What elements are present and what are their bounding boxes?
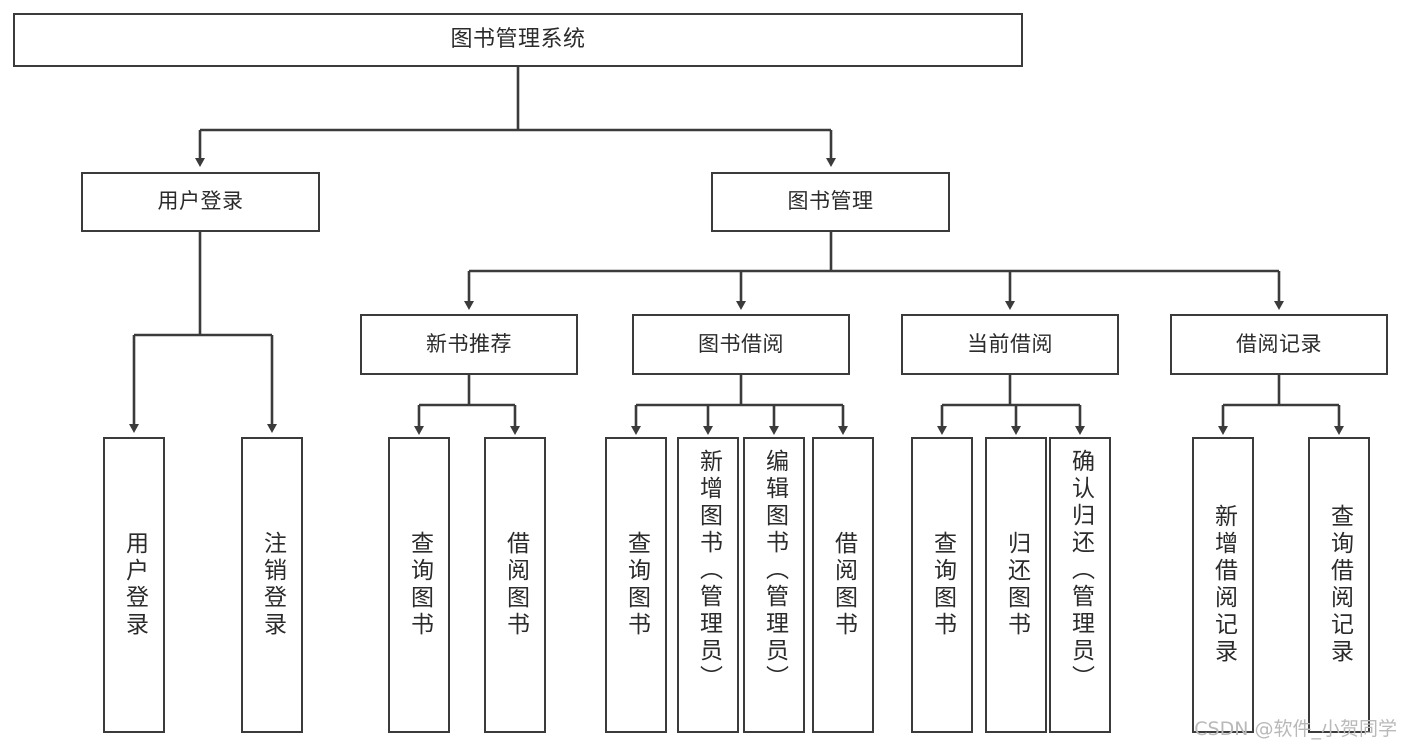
node-book-management-label: 图书管理	[787, 189, 874, 214]
leaf-logout-label: 注销登录	[259, 531, 286, 639]
node-current-borrow[interactable]: 当前借阅	[901, 314, 1119, 375]
leaf-query-borrow-record-label: 查询借阅记录	[1326, 504, 1353, 666]
node-user-login-label: 用户登录	[157, 189, 244, 214]
leaf-return-book[interactable]: 归还图书	[985, 437, 1047, 733]
leaf-confirm-return-admin[interactable]: 确认归还（管理员）	[1049, 437, 1111, 733]
leaf-add-book-admin-label: 新增图书（管理员）	[695, 449, 722, 692]
leaf-query-book-newbook-label: 查询图书	[406, 531, 433, 639]
leaf-return-book-label: 归还图书	[1003, 531, 1030, 639]
csdn-watermark: CSDN @软件_小贺同学	[1194, 718, 1397, 740]
node-current-borrow-label: 当前借阅	[967, 331, 1053, 356]
node-book-management[interactable]: 图书管理	[711, 172, 950, 232]
leaf-add-borrow-record[interactable]: 新增借阅记录	[1192, 437, 1254, 733]
leaf-edit-book-admin[interactable]: 编辑图书（管理员）	[743, 437, 805, 733]
leaf-borrow-book-newbook-label: 借阅图书	[502, 531, 529, 639]
leaf-query-book-borrow-label: 查询图书	[623, 531, 650, 639]
leaf-borrow-book-newbook[interactable]: 借阅图书	[484, 437, 546, 733]
node-borrow-record-label: 借阅记录	[1236, 331, 1322, 356]
leaf-confirm-return-admin-label: 确认归还（管理员）	[1067, 449, 1094, 692]
node-user-login[interactable]: 用户登录	[81, 172, 320, 232]
node-new-book-recommend[interactable]: 新书推荐	[360, 314, 578, 375]
node-book-borrow[interactable]: 图书借阅	[632, 314, 850, 375]
leaf-query-book-newbook[interactable]: 查询图书	[388, 437, 450, 733]
leaf-query-book-borrow[interactable]: 查询图书	[605, 437, 667, 733]
leaf-add-book-admin[interactable]: 新增图书（管理员）	[677, 437, 739, 733]
leaf-user-login[interactable]: 用户登录	[103, 437, 165, 733]
node-borrow-record[interactable]: 借阅记录	[1170, 314, 1388, 375]
leaf-add-borrow-record-label: 新增借阅记录	[1210, 504, 1237, 666]
node-book-borrow-label: 图书借阅	[698, 331, 784, 356]
leaf-borrow-book-label: 借阅图书	[830, 531, 857, 639]
node-new-book-recommend-label: 新书推荐	[426, 331, 512, 356]
node-root-label: 图书管理系统	[450, 26, 586, 52]
leaf-user-login-label: 用户登录	[121, 531, 148, 639]
leaf-borrow-book[interactable]: 借阅图书	[812, 437, 874, 733]
leaf-edit-book-admin-label: 编辑图书（管理员）	[761, 449, 788, 692]
leaf-query-book-current[interactable]: 查询图书	[911, 437, 973, 733]
node-root[interactable]: 图书管理系统	[13, 13, 1023, 67]
leaf-query-book-current-label: 查询图书	[929, 531, 956, 639]
leaf-query-borrow-record[interactable]: 查询借阅记录	[1308, 437, 1370, 733]
leaf-logout[interactable]: 注销登录	[241, 437, 303, 733]
